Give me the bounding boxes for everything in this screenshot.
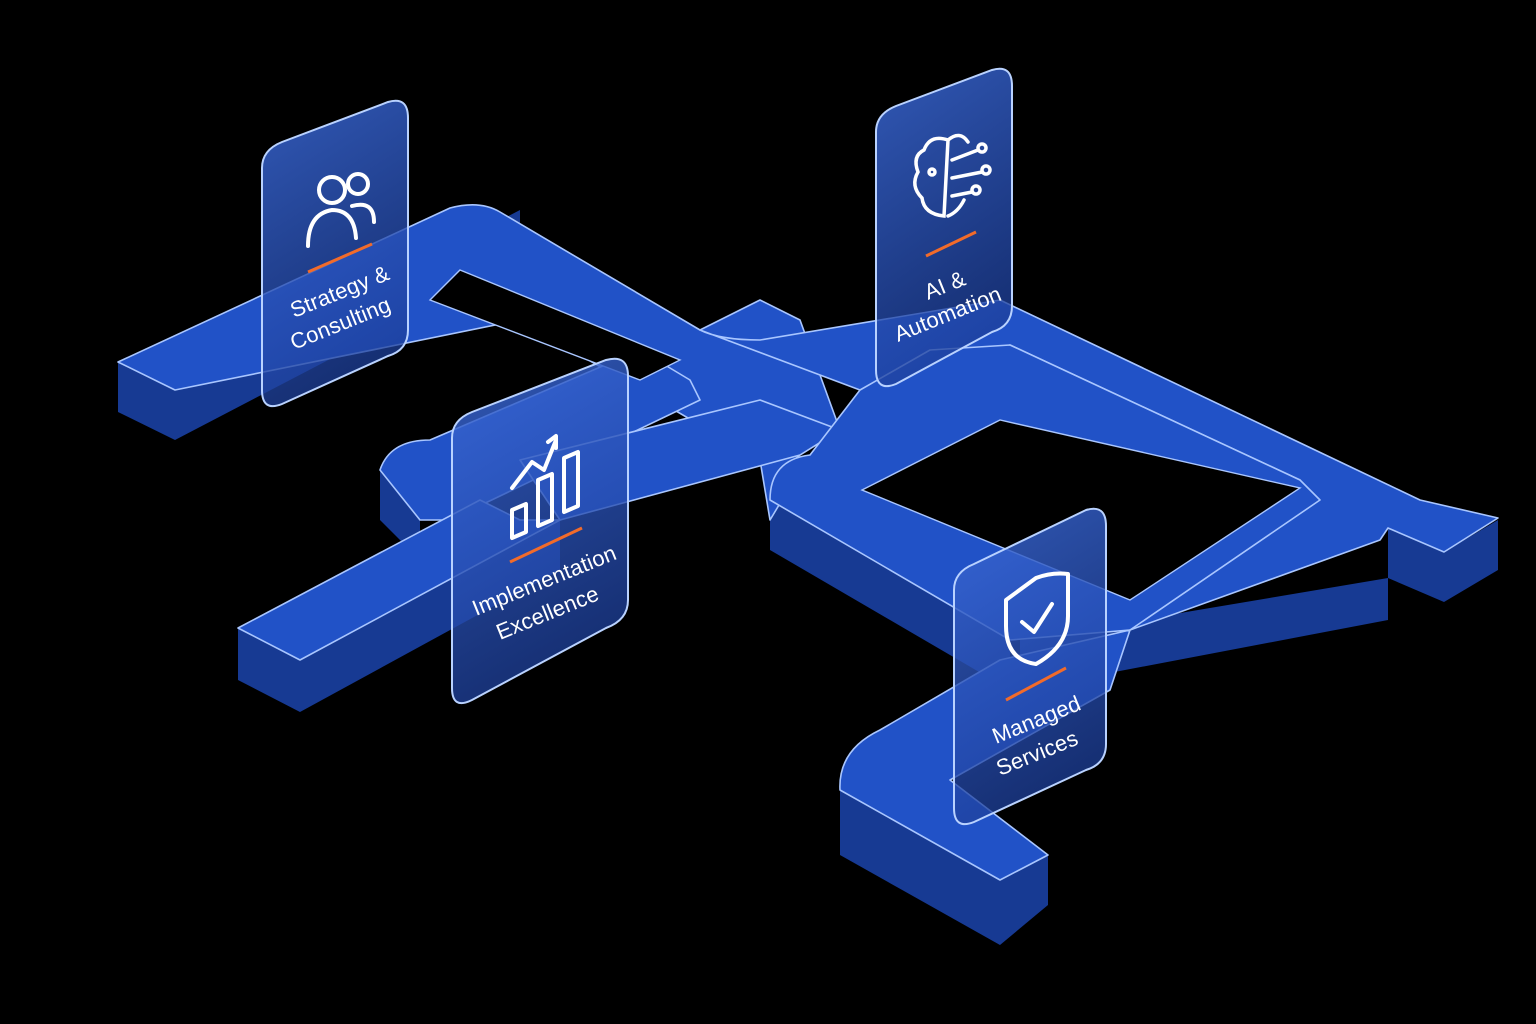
accent-line [307, 242, 373, 274]
accent-line [1005, 666, 1067, 702]
card-implementation-excellence: Implementation Excellence [451, 357, 629, 704]
card-managed-services: Managed Services [953, 507, 1107, 826]
accent-line [509, 526, 583, 564]
track-holes [428, 269, 1302, 601]
card-ai-automation: AI & Automation [875, 67, 1013, 388]
brain-circuit-icon [913, 133, 992, 218]
accent-line [925, 230, 977, 258]
shield-check-icon [1004, 571, 1070, 666]
bar-chart-growth-icon [510, 434, 580, 540]
users-icon [306, 172, 376, 248]
card-strategy-consulting: Strategy & Consulting [261, 99, 409, 408]
